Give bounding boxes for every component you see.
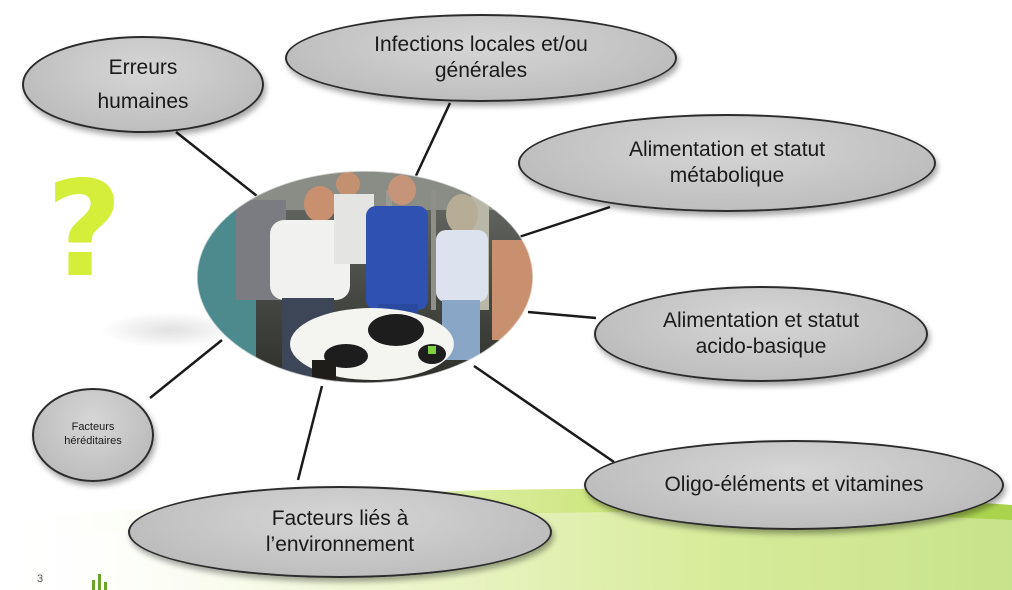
central-photo	[196, 170, 534, 384]
node-label-line: l’environnement	[265, 533, 415, 556]
node-label-line: Oligo-éléments et vitamines	[664, 472, 924, 496]
node-label-line: Erreurs	[108, 55, 178, 79]
node-label-line: humaines	[97, 89, 189, 113]
node-alimentation-metabolique: Alimentation et statut métabolique	[518, 114, 936, 212]
node-label-line: Facteurs	[71, 421, 115, 434]
node-facteurs-hereditaires: Facteurs héréditaires	[32, 388, 154, 482]
node-erreurs-humaines: Erreurs humaines	[22, 36, 264, 133]
node-oligo-elements: Oligo-éléments et vitamines	[584, 440, 1004, 530]
question-mark-icon: ?	[46, 153, 123, 307]
connector-alim-acido	[527, 310, 597, 320]
node-facteurs-environnement: Facteurs liés à l’environnement	[128, 486, 552, 578]
grey-smudge	[100, 312, 240, 348]
node-label-line: héréditaires	[64, 435, 122, 447]
node-alimentation-acido-basique: Alimentation et statut acido-basique	[594, 286, 928, 382]
connector-infections	[412, 102, 452, 181]
connector-alim-meta	[515, 205, 611, 240]
node-label-line: Infections locales et/ou	[374, 32, 588, 56]
connector-environnement	[296, 385, 324, 481]
slide-number: 3	[37, 573, 44, 585]
node-label-line: générales	[434, 59, 528, 82]
node-label-line: acido-basique	[695, 335, 827, 358]
bar-chart-icon	[92, 574, 107, 590]
node-infections: Infections locales et/ou générales	[285, 14, 677, 102]
node-label-line: métabolique	[669, 164, 785, 187]
connector-oligo	[473, 364, 615, 464]
node-label-line: Alimentation et statut	[662, 308, 860, 332]
connector-erreurs	[175, 131, 263, 201]
node-label-line: Facteurs liés à	[271, 506, 409, 530]
node-label-line: Alimentation et statut	[628, 137, 826, 161]
connector-hereditaires	[149, 339, 223, 399]
